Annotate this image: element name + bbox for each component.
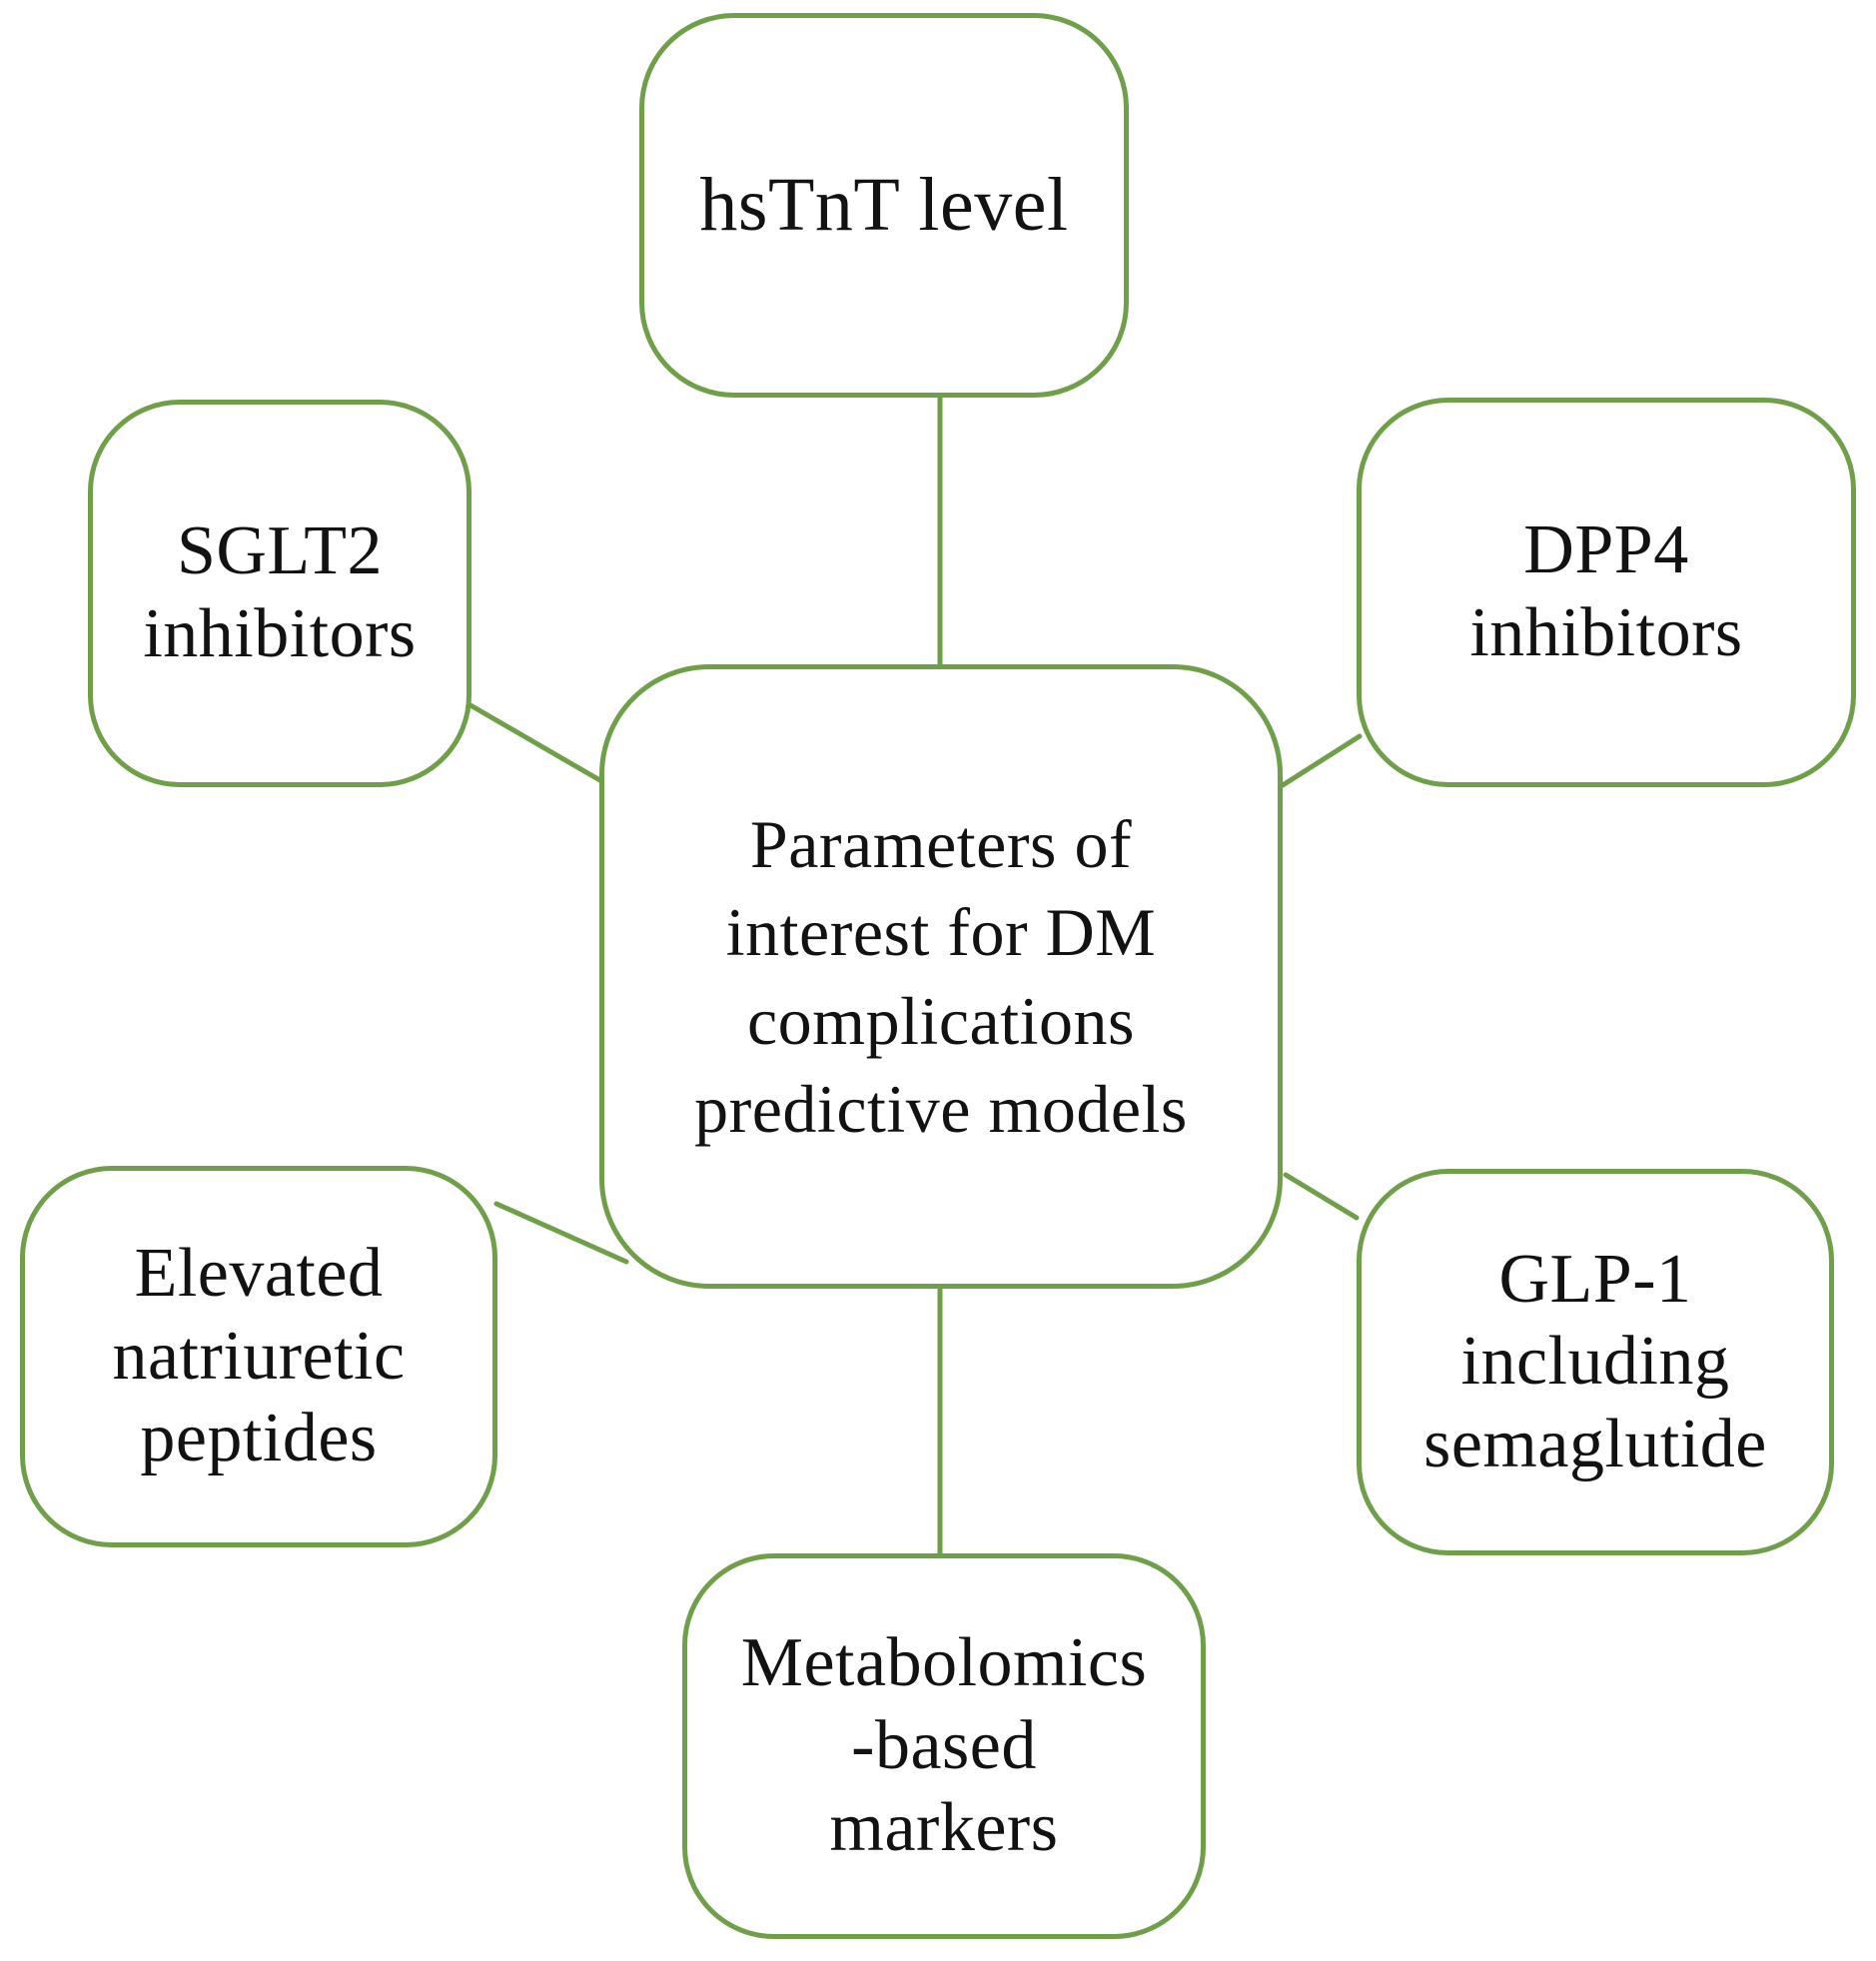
connector-elevated-central (493, 1201, 629, 1265)
node-metabolomics-markers: Metabolomics -based markers (682, 1553, 1206, 1939)
node-dpp4-inhibitors: DPP4 inhibitors (1357, 398, 1856, 787)
connector-glp1-central (1283, 1172, 1360, 1221)
connector-sglt2-central (468, 702, 606, 785)
node-glp1-semaglutide-label: GLP-1 including semaglutide (1423, 1240, 1767, 1482)
node-elevated-natriuretic-peptides-label: Elevated natriuretic peptides (112, 1235, 406, 1477)
node-hstnt-level-label: hsTnT level (699, 162, 1069, 247)
node-sglt2-inhibitors-label: SGLT2 inhibitors (143, 512, 417, 672)
node-central-parameters-label: Parameters of interest for DM complicati… (694, 805, 1188, 1147)
node-central-parameters: Parameters of interest for DM complicati… (599, 664, 1283, 1289)
node-hstnt-level: hsTnT level (639, 13, 1129, 398)
node-elevated-natriuretic-peptides: Elevated natriuretic peptides (20, 1166, 497, 1547)
node-metabolomics-markers-label: Metabolomics -based markers (740, 1624, 1148, 1867)
node-sglt2-inhibitors: SGLT2 inhibitors (88, 400, 471, 787)
node-glp1-semaglutide: GLP-1 including semaglutide (1357, 1169, 1834, 1555)
connector-dpp4-central (1280, 733, 1363, 788)
node-dpp4-inhibitors-label: DPP4 inhibitors (1469, 511, 1743, 671)
